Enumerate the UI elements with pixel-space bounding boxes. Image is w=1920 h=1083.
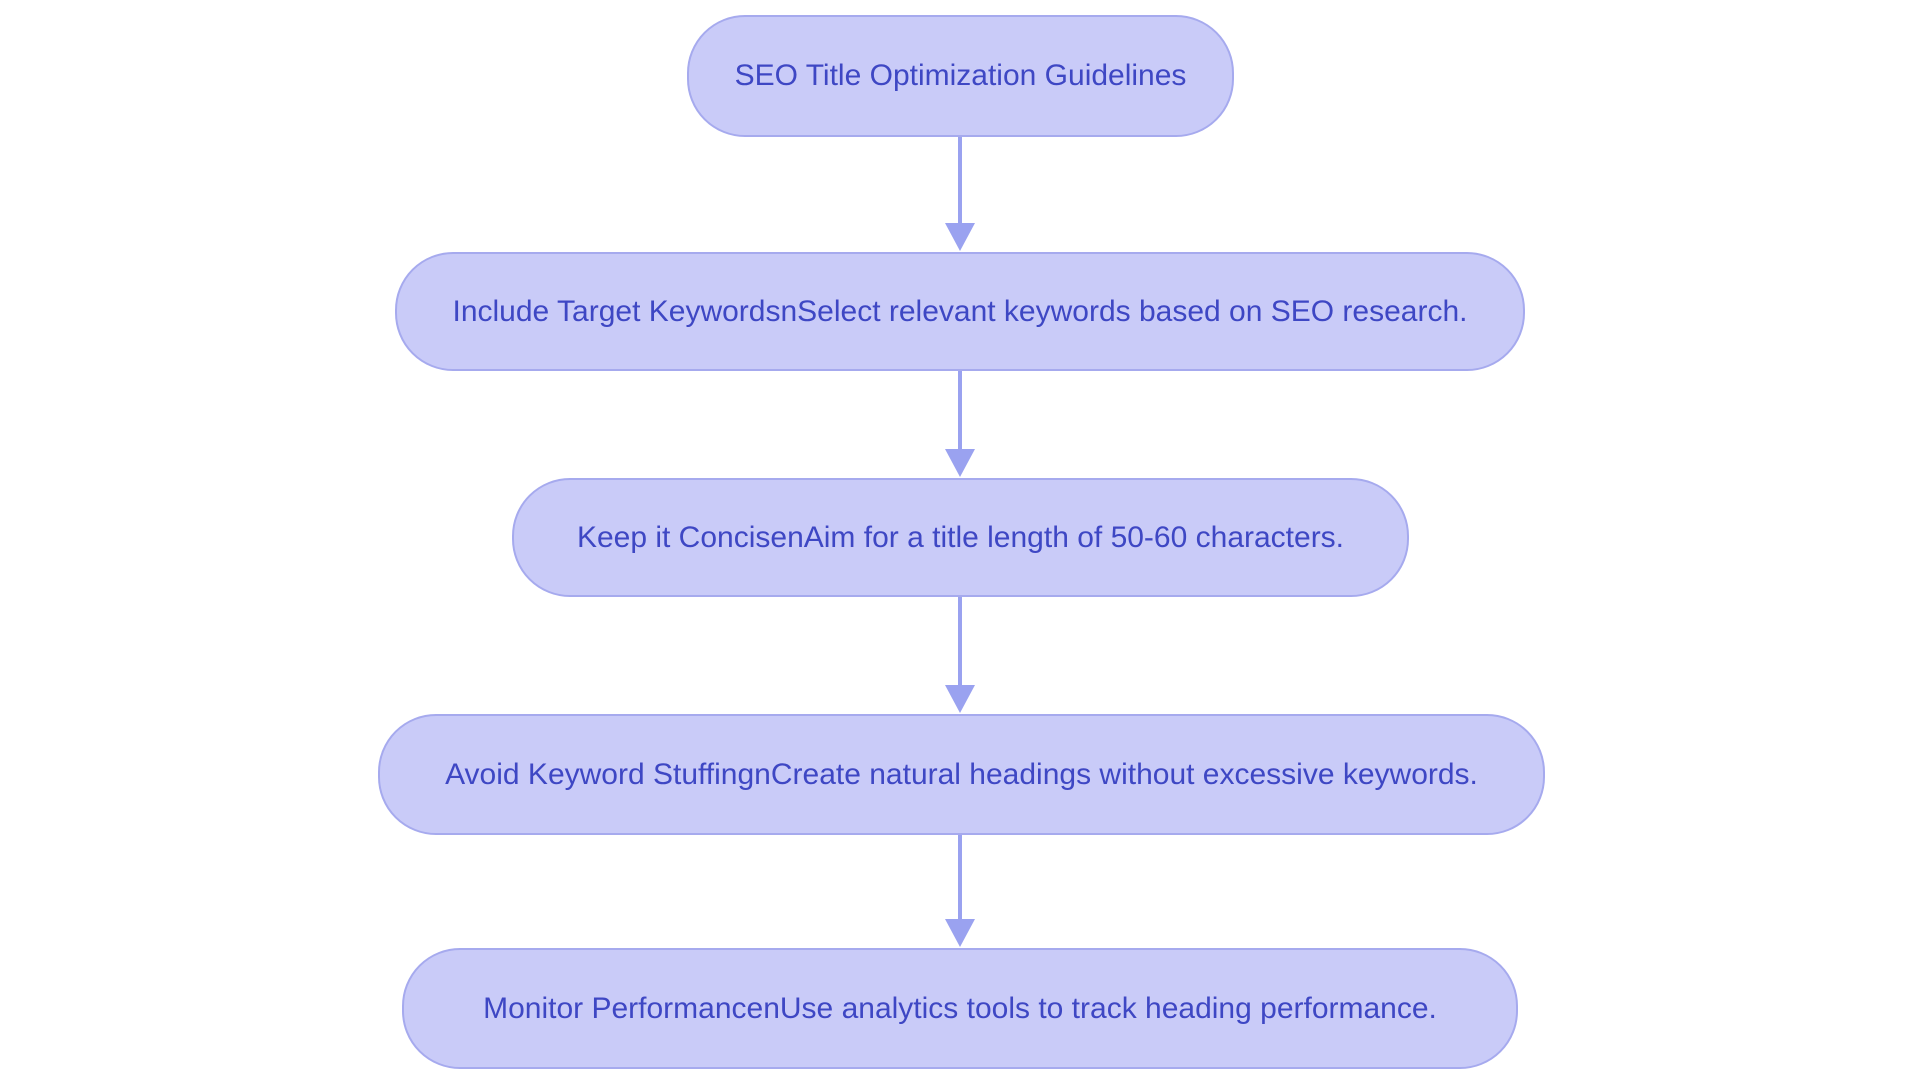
- arrowhead-down-icon: [945, 685, 975, 713]
- node-label: SEO Title Optimization Guidelines: [734, 59, 1187, 92]
- flowchart-node-avoid-stuffing: Avoid Keyword StuffingnCreate natural he…: [378, 714, 1545, 835]
- flowchart-node-title: SEO Title Optimization Guidelines: [687, 15, 1234, 137]
- arrowhead-down-icon: [945, 449, 975, 477]
- arrowhead-down-icon: [945, 223, 975, 251]
- flow-arrow-down: [944, 835, 976, 947]
- arrow-shaft: [958, 371, 962, 449]
- flow-arrow-down: [944, 137, 976, 251]
- flowchart-node-keep-concise: Keep it ConcisenAim for a title length o…: [512, 478, 1409, 597]
- flow-arrow-down: [944, 597, 976, 713]
- node-label: Avoid Keyword StuffingnCreate natural he…: [445, 757, 1478, 791]
- arrowhead-down-icon: [945, 919, 975, 947]
- node-label: Keep it ConcisenAim for a title length o…: [576, 520, 1345, 554]
- flow-arrow-down: [944, 371, 976, 477]
- arrow-shaft: [958, 597, 962, 685]
- node-label: Monitor PerformancenUse analytics tools …: [483, 991, 1437, 1025]
- arrow-shaft: [958, 137, 962, 223]
- node-label: Include Target KeywordsnSelect relevant …: [452, 294, 1468, 328]
- flowchart-node-monitor-performance: Monitor PerformancenUse analytics tools …: [402, 948, 1518, 1069]
- flowchart-node-include-keywords: Include Target KeywordsnSelect relevant …: [395, 252, 1525, 371]
- arrow-shaft: [958, 835, 962, 919]
